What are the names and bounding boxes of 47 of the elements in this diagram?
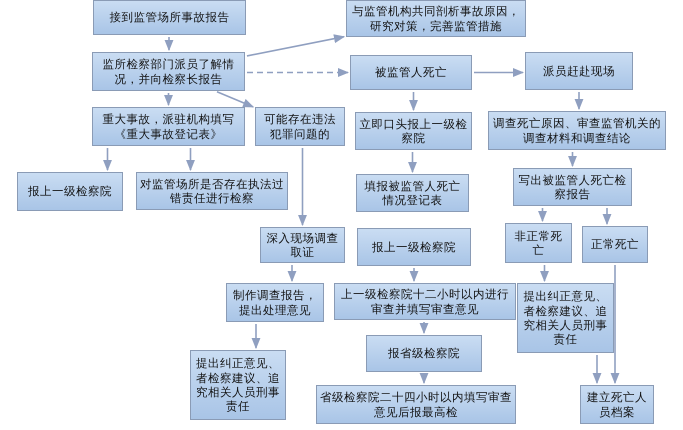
arrow	[164, 93, 173, 106]
process-box: 接到监管场所事故报告	[93, 0, 246, 35]
process-box: 上一级检察院十二小时以内进行审查并填写审查意见	[334, 283, 516, 320]
process-box: 重大事故，派驻机构填写《重大事故登记表》	[92, 107, 245, 146]
arrow	[298, 148, 307, 226]
arrow	[574, 92, 584, 110]
arrow	[186, 148, 195, 172]
arrow	[246, 34, 346, 57]
process-box: 立即口头报上一级检察院	[355, 112, 472, 150]
arrow	[610, 265, 620, 384]
arrow	[474, 68, 524, 77]
process-box: 省级检察院二十四小时以内填写审查意见后报最高检	[316, 385, 516, 424]
process-box: 可能存在违法犯罪问题的	[255, 107, 345, 146]
process-box: 建立死亡人员档案	[580, 385, 654, 424]
arrow	[540, 265, 549, 282]
process-box: 监所检察部门派员了解情况，并向检察长报告	[92, 52, 245, 91]
arrow	[568, 152, 577, 168]
arrow	[409, 92, 418, 112]
arrow	[408, 152, 417, 174]
arrow	[216, 91, 254, 108]
arrow	[420, 372, 428, 384]
process-box: 制作调查报告，提出处理意见	[226, 283, 324, 322]
arrow	[602, 208, 612, 226]
process-box: 派员赶赴现场	[525, 52, 633, 90]
process-box: 报省级检察院	[366, 335, 482, 372]
arrow	[252, 324, 260, 350]
process-box: 与监管机构共同剖析事故原因，研究对策，完善监管措施	[346, 0, 526, 37]
process-box: 非正常死亡	[505, 223, 572, 263]
arrow	[420, 322, 428, 334]
process-box: 报上一级检察院	[17, 172, 123, 211]
arrow	[410, 268, 418, 282]
process-box: 被监管人死亡	[350, 55, 472, 90]
arrow	[538, 208, 547, 222]
process-box: 调查死亡原因、审查监管机关的调查材料和调查结论	[488, 111, 666, 150]
process-box: 提出纠正意见、者检察建议、追究相关人员刑事责任	[190, 350, 286, 420]
process-box: 正常死亡	[582, 226, 648, 263]
arrow	[103, 148, 112, 172]
arrow	[247, 68, 350, 77]
arrow	[164, 37, 174, 52]
process-box: 填报被监管人死亡情况登记表	[356, 174, 469, 212]
process-box: 报上一级检察院	[357, 228, 471, 266]
arrow	[288, 265, 296, 282]
arrow	[592, 355, 602, 384]
process-box: 提出纠正意见、者检察建议、追究相关人员刑事责任	[517, 283, 614, 353]
process-box: 深入现场调查取证	[260, 227, 345, 263]
process-box: 对监管场所是否存在执法过错责任进行检察	[136, 172, 288, 210]
process-box: 写出被监管人死亡检察报告	[513, 168, 632, 206]
